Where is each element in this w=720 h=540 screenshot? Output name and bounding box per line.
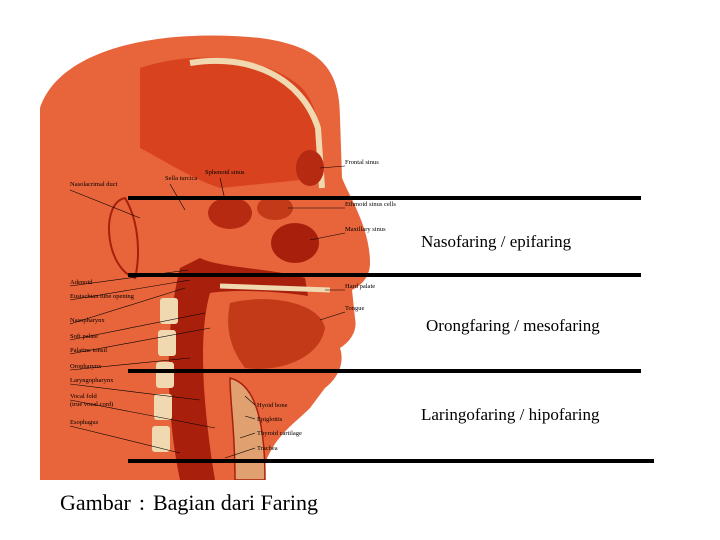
caption-prefix: Gambar [60, 490, 131, 515]
caption-text: Bagian dari Faring [152, 490, 318, 515]
skull-bone [189, 57, 325, 189]
label-epiglottis: Epiglottis [257, 416, 283, 423]
label-sella-turcica: Sella turcica [165, 175, 197, 182]
label-ethmoid-sinus-cells: Ethmoid sinus cells [345, 201, 396, 208]
hard-palate [219, 283, 331, 293]
label-laryngopharynx: Laryngopharynx [70, 377, 114, 384]
vertebra [156, 362, 174, 388]
sphenoid-sinus [208, 197, 252, 229]
ethmoid-sinus [257, 196, 293, 220]
label-tongue: Tongue [345, 305, 365, 312]
label-sphenoid-sinus: Sphenoid sinus [205, 169, 245, 176]
label-thyroid-cartilage: Thyroid cartilage [257, 430, 302, 437]
label-soft-palate: Soft palate [70, 333, 98, 340]
caption-separator: : [138, 490, 145, 515]
pharynx-anatomy-illustration: Nasolacrimal duct Sella turcica Sphenoid… [40, 35, 396, 480]
cranial-cavity [140, 57, 322, 188]
label-vocal-fold-note: (true vocal cord) [70, 401, 113, 408]
label-trachea: Trachea [257, 445, 278, 452]
label-maxillary-sinus: Maxillary sinus [345, 226, 386, 233]
label-nasolacrimal-duct: Nasolacrimal duct [70, 181, 118, 188]
divider-line-upper [128, 273, 641, 277]
divider-line-bottom [128, 459, 654, 463]
label-esophagus: Esophagus [70, 419, 99, 426]
vertebra [158, 330, 176, 356]
larynx [229, 377, 266, 480]
vertebra [160, 298, 178, 324]
ear [108, 196, 139, 280]
tongue [228, 299, 325, 369]
label-hard-palate: Hard palate [345, 283, 375, 290]
vertebra [154, 394, 172, 420]
label-vocal-fold: Vocal fold [70, 393, 98, 400]
label-adenoid: Adenoid [70, 279, 93, 286]
region-label-laringofaring: Laringofaring / hipofaring [421, 405, 600, 424]
region-label-nasofaring: Nasofaring / epifaring [421, 232, 572, 251]
label-eustachian-tube: Eustachian tube opening [70, 293, 135, 300]
region-label-orofaring: Orongfaring / mesofaring [426, 316, 600, 335]
vertebra [152, 426, 170, 452]
label-nasopharynx: Nasopharynx [70, 317, 105, 324]
figure-caption: Gambar: Bagian dari Faring [60, 490, 318, 516]
label-palatine-tonsil: Palatine tonsil [70, 347, 107, 354]
divider-line-lower [128, 369, 641, 373]
divider-line-top [128, 196, 641, 200]
frontal-sinus [296, 150, 324, 186]
maxillary-sinus [271, 223, 319, 263]
label-oropharynx: Oropharynx [70, 363, 102, 370]
label-frontal-sinus: Frontal sinus [345, 159, 379, 166]
label-hyoid-bone: Hyoid bone [257, 402, 288, 409]
